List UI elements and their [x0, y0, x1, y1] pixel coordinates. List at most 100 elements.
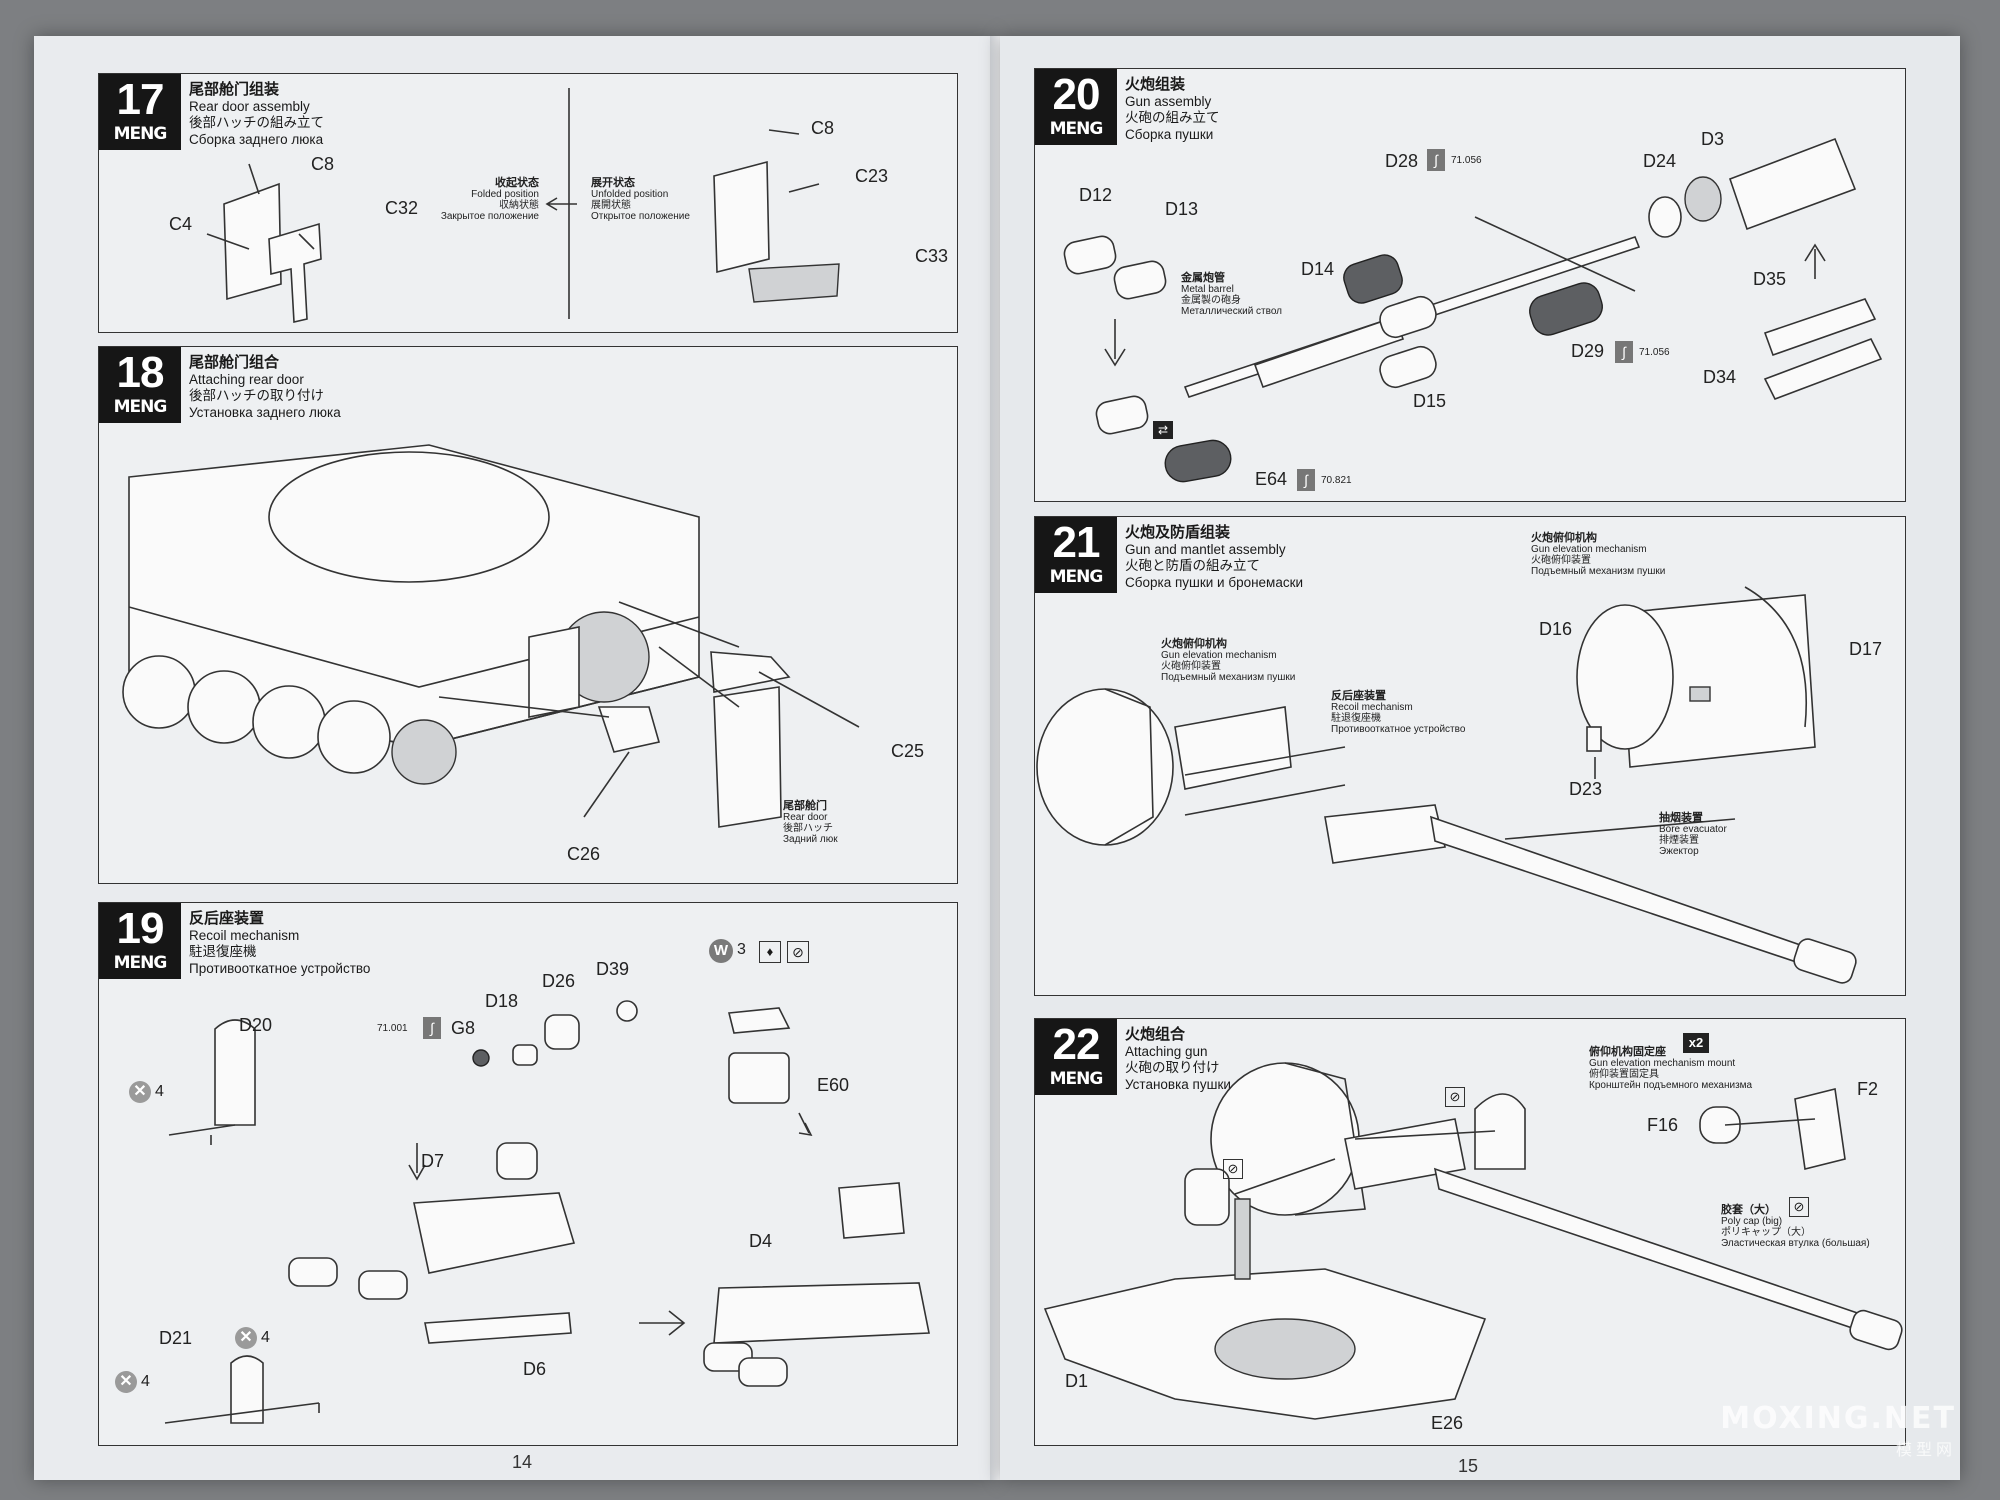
part-label: E64: [1255, 469, 1288, 489]
w-count: 3: [737, 941, 746, 958]
no-glue-icon: ⊘: [1445, 1087, 1465, 1107]
cut-icon: ✕: [129, 1081, 151, 1103]
title-en: Rear door assembly: [189, 98, 310, 114]
recoil-drawing: [164, 1000, 930, 1424]
part-label: D4: [749, 1231, 773, 1251]
part-label: D14: [1301, 259, 1335, 279]
no-glue-icon: ⊘: [787, 941, 809, 963]
part-label: C8: [811, 118, 835, 138]
part-label: D18: [485, 991, 519, 1011]
brand-logo: MENG: [1049, 1069, 1104, 1089]
title-ru: Установка заднего люка: [189, 404, 341, 420]
title-zh: 反后座装置: [189, 910, 265, 927]
title-ru: Установка пушки: [1125, 1076, 1231, 1092]
part-label: D24: [1643, 151, 1677, 171]
gun-drawing: [1063, 137, 1883, 483]
part-label: D6: [523, 1359, 547, 1379]
quantity-badge: x2: [1683, 1033, 1709, 1053]
part-label: D35: [1753, 269, 1787, 289]
step-number: 18: [116, 348, 165, 397]
paint-brush-icon: ∫: [1615, 341, 1633, 363]
poly-cap-caption: 胶套（大）Poly cap (big)ポリキャップ（大）Эластическая…: [1721, 1204, 1870, 1250]
step-title: 火炮及防盾组装 Gun and mantlet assembly 火砲と防盾の組…: [1125, 524, 1303, 591]
attach-gun-drawing: [1043, 1062, 1903, 1420]
title-en: Recoil mechanism: [189, 927, 300, 943]
cut-icon: ✕: [115, 1371, 137, 1393]
no-glue-icon: ⊘: [1789, 1197, 1809, 1217]
part-label: D26: [542, 971, 576, 991]
part-label: D7: [421, 1151, 445, 1171]
glue-icon: ♦: [759, 941, 781, 963]
title-en: Gun and mantlet assembly: [1125, 541, 1286, 557]
paint-brush-icon: ∫: [1427, 149, 1445, 171]
title-ru: Противооткатное устройство: [189, 960, 371, 976]
paint-brush-icon: ∫: [423, 1017, 441, 1039]
title-ja: 火砲の組み立て: [1125, 110, 1220, 125]
mantlet-drawing: [1036, 586, 1857, 984]
part-label: D39: [596, 959, 630, 979]
photo-etch-w-icon: W: [709, 939, 733, 963]
part-label: D20: [239, 1015, 273, 1035]
part-label: D13: [1165, 199, 1199, 219]
step-title: 尾部舱门组装 Rear door assembly 後部ハッチの組み立て Сбо…: [189, 81, 324, 148]
paint-brush-icon: ∫: [1297, 469, 1315, 491]
part-label: D34: [1703, 367, 1737, 387]
step-title: 尾部舱门组合 Attaching rear door 後部ハッチの取り付け Ус…: [189, 354, 341, 421]
paint-code: 71.001: [377, 1023, 408, 1034]
part-label: C25: [891, 741, 925, 761]
title-zh: 火炮组合: [1125, 1026, 1186, 1043]
title-ru: Сборка пушки: [1125, 126, 1214, 142]
step-17-drawing: [206, 88, 840, 323]
title-zh: 火炮组装: [1125, 76, 1186, 93]
part-label: C33: [915, 246, 949, 266]
cut-count: 4: [155, 1083, 164, 1100]
cut-icon: ✕: [235, 1327, 257, 1349]
step-number: 17: [116, 75, 165, 124]
step-number: 22: [1052, 1020, 1101, 1069]
title-en: Gun assembly: [1125, 93, 1212, 109]
step-number: 19: [116, 904, 165, 953]
no-glue-icon: ⊘: [1223, 1159, 1243, 1179]
brand-logo: MENG: [113, 397, 168, 417]
title-ja: 後部ハッチの組み立て: [189, 115, 324, 130]
title-zh: 尾部舱门组装: [189, 81, 280, 98]
part-label: D28: [1385, 151, 1419, 171]
swap-icon: ⇄: [1153, 421, 1173, 439]
title-en: Attaching gun: [1125, 1043, 1208, 1059]
part-label: D23: [1569, 779, 1603, 799]
title-ja: 駐退復座機: [189, 944, 257, 959]
hull-drawing: [122, 444, 860, 828]
title-ja: 火砲と防盾の組み立て: [1125, 558, 1260, 573]
part-label: C26: [567, 844, 601, 864]
part-label: D12: [1079, 185, 1113, 205]
part-label: C32: [385, 198, 419, 218]
brand-logo: MENG: [113, 953, 168, 973]
part-label: D29: [1571, 341, 1605, 361]
page-number-left: 14: [512, 1452, 533, 1472]
part-label: D16: [1539, 619, 1573, 639]
step-number: 21: [1052, 518, 1101, 567]
page-number-right: 15: [1458, 1456, 1479, 1476]
part-label: D21: [159, 1328, 193, 1348]
title-en: Attaching rear door: [189, 371, 304, 387]
part-label: C4: [169, 214, 193, 234]
title-ja: 火砲の取り付け: [1125, 1060, 1220, 1075]
title-zh: 尾部舱门组合: [189, 354, 280, 371]
